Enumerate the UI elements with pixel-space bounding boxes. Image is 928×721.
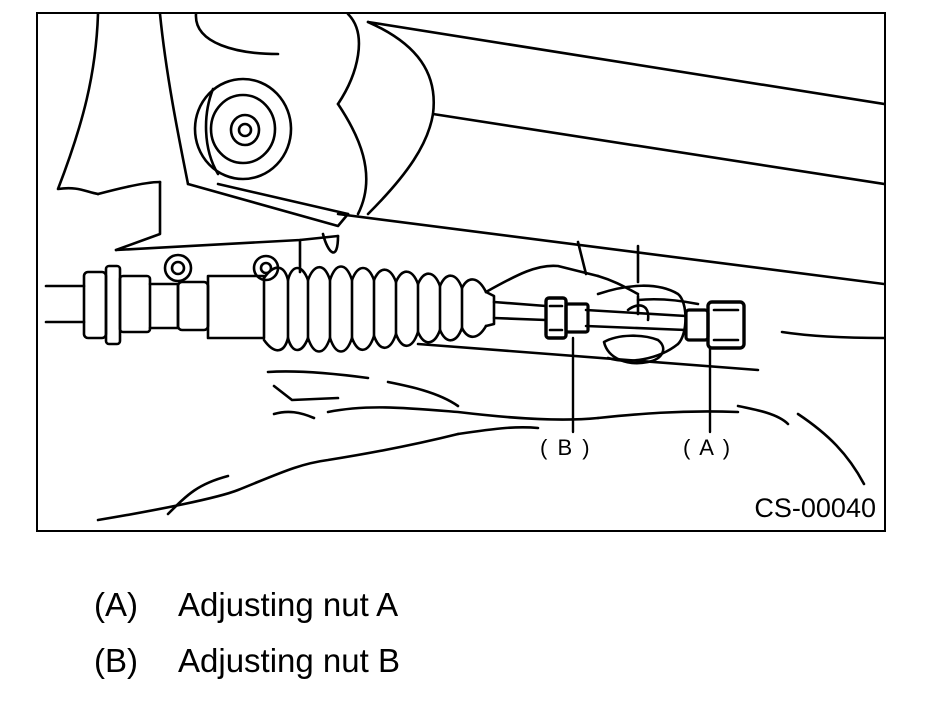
callout-label-b: ( B )	[540, 435, 592, 460]
figure-frame: ( B ) ( A ) CS-00040	[36, 12, 886, 532]
cable-adjuster-illustration	[44, 14, 884, 522]
legend-text: Adjusting nut B	[178, 642, 400, 679]
legend-key: (B)	[94, 642, 138, 679]
legend-key: (A)	[94, 586, 138, 623]
bellows-boot	[262, 265, 496, 353]
figure-code: CS-00040	[754, 493, 876, 523]
callout-label-a: ( A )	[683, 435, 733, 460]
legend-text: Adjusting nut A	[178, 586, 399, 623]
round-boss	[193, 77, 293, 181]
transmission-housing	[56, 14, 884, 286]
threaded-rod	[492, 300, 688, 332]
legend: (A) Adjusting nut A (B) Adjusting nut B	[94, 577, 400, 689]
legend-item: (A) Adjusting nut A	[94, 577, 400, 633]
chassis-contours	[96, 297, 884, 522]
cable-end-fitting	[44, 264, 266, 346]
adjusting-nut-b-shape	[544, 296, 590, 340]
adjusting-nut-a-shape	[684, 300, 746, 350]
legend-item: (B) Adjusting nut B	[94, 633, 400, 689]
mounting-bracket	[114, 180, 640, 284]
leader-lines	[571, 336, 712, 434]
